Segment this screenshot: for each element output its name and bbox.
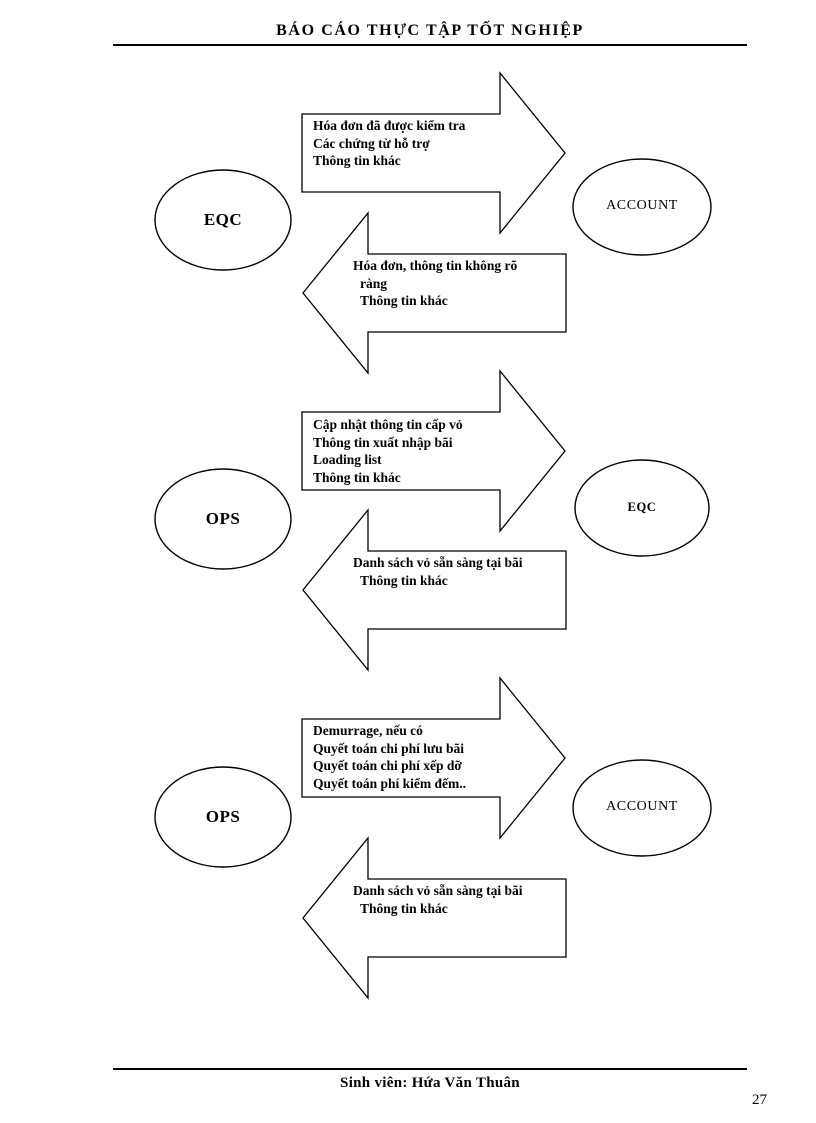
page-title: BÁO CÁO THỰC TẬP TỐT NGHIỆP bbox=[276, 22, 584, 39]
arrow-line: Thông tin khác bbox=[360, 293, 448, 308]
arrow-line: Thông tin khác bbox=[313, 469, 401, 485]
node-ellipse-eqc-1 bbox=[154, 169, 292, 271]
arrow-left-1 bbox=[302, 211, 567, 375]
header-divider bbox=[113, 44, 747, 46]
node-ellipse-eqc-2 bbox=[574, 459, 710, 557]
arrow-line: Hóa đơn, thông tin không rõ bbox=[353, 258, 518, 273]
arrow-text-forward-3: Demurrage, nếu có Quyết toán chi phí lưu… bbox=[313, 722, 466, 792]
arrow-right-1 bbox=[301, 71, 566, 235]
page-footer: Sinh viên: Hứa Văn Thuân bbox=[113, 1068, 747, 1092]
arrow-line: Các chứng từ hỗ trợ bbox=[313, 135, 430, 151]
label-ops-2: OPS bbox=[205, 509, 241, 528]
arrow-line: Quyết toán chi phí xếp dỡ bbox=[313, 758, 462, 773]
arrow-text-return-2: Danh sách vỏ sẵn sàng tại bãi Thông tin … bbox=[353, 554, 523, 589]
arrow-line: Thông tin khác bbox=[313, 153, 401, 168]
arrow-text-forward-1: Hóa đơn đã được kiểm tra Các chứng từ hỗ… bbox=[313, 117, 465, 170]
arrow-line: Demurrage, nếu có bbox=[313, 723, 423, 738]
footer-divider bbox=[113, 1068, 747, 1070]
node-ellipse-ops-3 bbox=[154, 766, 292, 868]
arrow-right-2 bbox=[301, 369, 566, 533]
arrow-line: Danh sách vỏ sẵn sàng tại bãi bbox=[353, 555, 523, 570]
label-eqc-1: EQC bbox=[203, 210, 243, 229]
page-number: 27 bbox=[752, 1092, 767, 1108]
page-header: BÁO CÁO THỰC TẬP TỐT NGHIỆP bbox=[113, 22, 747, 46]
arrow-line: Hóa đơn đã được kiểm tra bbox=[313, 118, 466, 133]
arrow-line: Loading list bbox=[313, 452, 382, 467]
arrow-right-3 bbox=[301, 676, 566, 840]
node-ellipse-ops-2 bbox=[154, 468, 292, 570]
arrow-line: Danh sách vỏ sẵn sàng tại bãi bbox=[353, 883, 523, 898]
footer-student-name: Sinh viên: Hứa Văn Thuân bbox=[340, 1075, 520, 1091]
label-account-1: ACCOUNT bbox=[606, 198, 678, 213]
arrow-text-return-1: Hóa đơn, thông tin không rõ ràng Thông t… bbox=[353, 257, 517, 310]
arrow-line: Thông tin khác bbox=[360, 900, 448, 916]
arrow-line: ràng bbox=[360, 275, 387, 291]
arrow-text-forward-2: Cập nhật thông tin cấp vỏ Thông tin xuất… bbox=[313, 416, 463, 486]
label-eqc-2: EQC bbox=[627, 500, 657, 514]
arrow-left-3 bbox=[302, 836, 567, 1000]
arrow-line: Quyết toán phí kiểm đếm.. bbox=[313, 775, 467, 791]
node-ellipse-account-3 bbox=[572, 759, 712, 857]
arrow-line: Quyết toán chi phí lưu bãi bbox=[313, 740, 465, 756]
arrow-left-2 bbox=[302, 508, 567, 672]
arrow-line: Cập nhật thông tin cấp vỏ bbox=[313, 417, 463, 432]
arrow-text-return-3: Danh sách vỏ sẵn sàng tại bãi Thông tin … bbox=[353, 882, 523, 917]
label-account-3: ACCOUNT bbox=[606, 799, 678, 814]
arrow-line: Thông tin xuất nhập bãi bbox=[313, 434, 453, 450]
node-ellipse-account-1 bbox=[572, 158, 712, 256]
arrow-line: Thông tin khác bbox=[360, 572, 448, 588]
label-ops-3: OPS bbox=[205, 807, 241, 826]
